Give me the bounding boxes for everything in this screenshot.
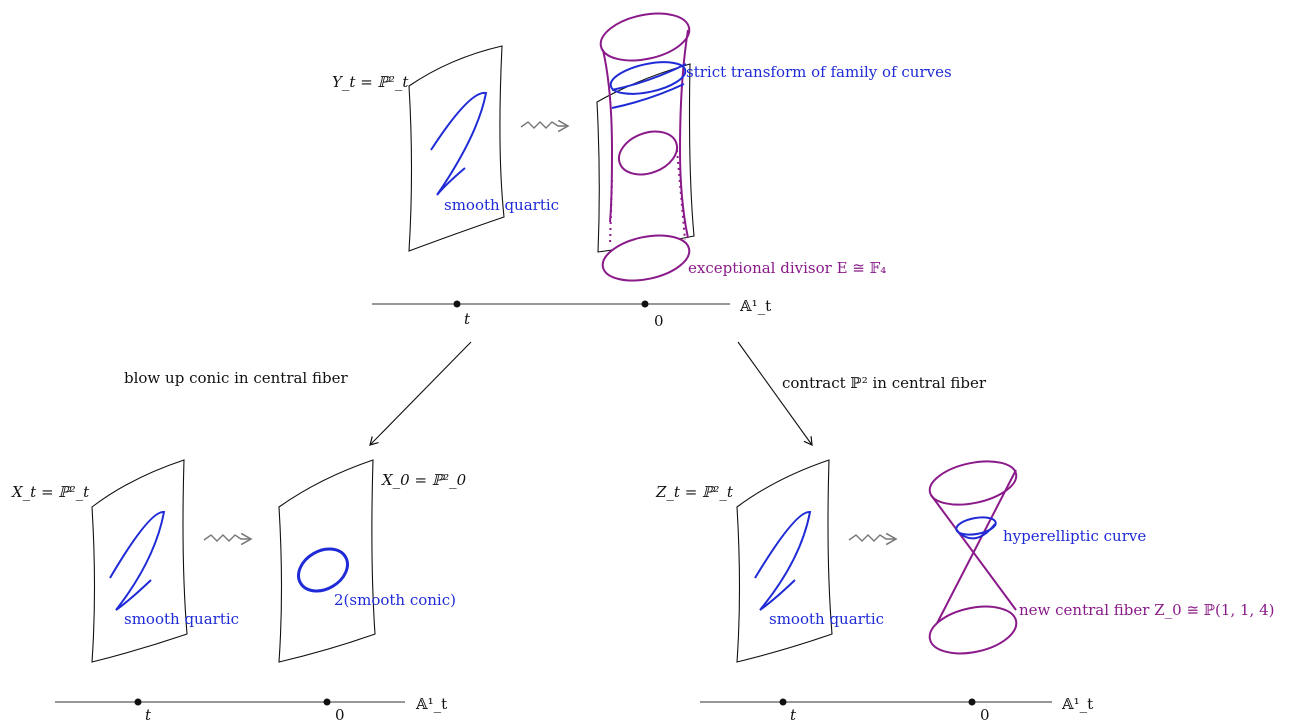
fiber-yt-plane	[408, 45, 505, 252]
axis-point-zero-right	[968, 698, 976, 706]
squiggle-arrow-icon	[203, 532, 253, 546]
fiber-x0-label: X_0 = ℙ²_0	[381, 471, 467, 489]
fiber-yt-label: Y_t = ℙ²_t	[332, 73, 409, 91]
transition-arrows: blow up conic in central fiber contract …	[124, 341, 987, 446]
fiber-zt-plane	[736, 459, 833, 663]
right-arrow-label: contract ℙ² in central fiber	[782, 374, 987, 392]
hyperelliptic-curve	[955, 516, 997, 536]
hyperelliptic-label: hyperelliptic curve	[1003, 527, 1146, 545]
axis-point-t-top	[453, 300, 461, 308]
axis-line-label-left: 𝔸¹_t	[415, 695, 447, 713]
strict-transform-ellipse	[609, 61, 687, 95]
axis-zero-label-left: 0	[335, 706, 345, 721]
quartic-curve-xt	[109, 511, 166, 611]
tube-middle-ellipse	[617, 130, 679, 176]
tube-top-ellipse	[599, 12, 691, 62]
double-conic-label: 2(smooth conic)	[334, 591, 456, 609]
fiber-central-plane-top	[596, 63, 695, 253]
down-left-arrow-icon	[369, 341, 472, 446]
fiber-xt-label: X_t = ℙ²_t	[11, 483, 90, 501]
fiber-xt-plane	[91, 459, 188, 663]
squiggle-arrow-icon	[848, 532, 898, 546]
quartic-label-left: smooth quartic	[124, 610, 239, 628]
axis-t-label-top: t	[464, 310, 471, 328]
axis-point-t-right	[779, 698, 787, 706]
axis-zero-label-right: 0	[980, 706, 990, 721]
axis-line-label-top: 𝔸¹_t	[739, 297, 771, 315]
cone-bottom-ellipse	[928, 605, 1018, 655]
quartic-label-right: smooth quartic	[769, 610, 884, 628]
axis-point-t-left	[134, 698, 142, 706]
axis-point-zero-left	[323, 698, 331, 706]
fiber-x0-plane	[278, 459, 376, 663]
axis-line-label-right: 𝔸¹_t	[1061, 695, 1093, 713]
axis-zero-label-top: 0	[654, 312, 664, 330]
exceptional-divisor-label: exceptional divisor E ≅ 𝔽₄	[688, 259, 886, 277]
fiber-zt-label: Z_t = ℙ²_t	[655, 483, 734, 501]
tube-right-side	[678, 29, 689, 239]
strict-transform-label: strict transform of family of curves	[686, 63, 952, 81]
quartic-label-top: smooth quartic	[444, 196, 559, 214]
squiggle-arrow-icon	[520, 119, 570, 133]
quartic-curve-zt	[754, 511, 812, 611]
tube-dotted-left	[609, 179, 613, 246]
axis-t-label-right: t	[790, 706, 797, 721]
hyperelliptic-lower	[957, 523, 996, 540]
strict-transform-lower	[611, 63, 687, 91]
axis-t-label-left: t	[145, 706, 152, 721]
down-right-arrow-icon	[737, 341, 813, 446]
double-conic	[297, 547, 349, 593]
right-group: Z_t = ℙ²_t smooth quartic hyperelliptic …	[655, 459, 1274, 721]
tube-bottom-ellipse	[601, 234, 691, 282]
quartic-curve-yt	[430, 91, 488, 196]
top-group: Y_t = ℙ²_t smooth quartic strict transfo…	[332, 12, 952, 330]
cone-top-ellipse	[928, 460, 1018, 506]
left-group: X_t = ℙ²_t smooth quartic X_0 = ℙ²_0 2(s…	[11, 459, 467, 721]
tube-left-side	[602, 49, 614, 223]
left-arrow-label: blow up conic in central fiber	[124, 369, 348, 387]
axis-point-zero-top	[641, 300, 649, 308]
strict-transform-band	[611, 83, 685, 109]
new-central-fiber-label: new central fiber Z_0 ≅ ℙ(1, 1, 4)	[1019, 601, 1274, 619]
cone-line-b	[930, 469, 1017, 636]
